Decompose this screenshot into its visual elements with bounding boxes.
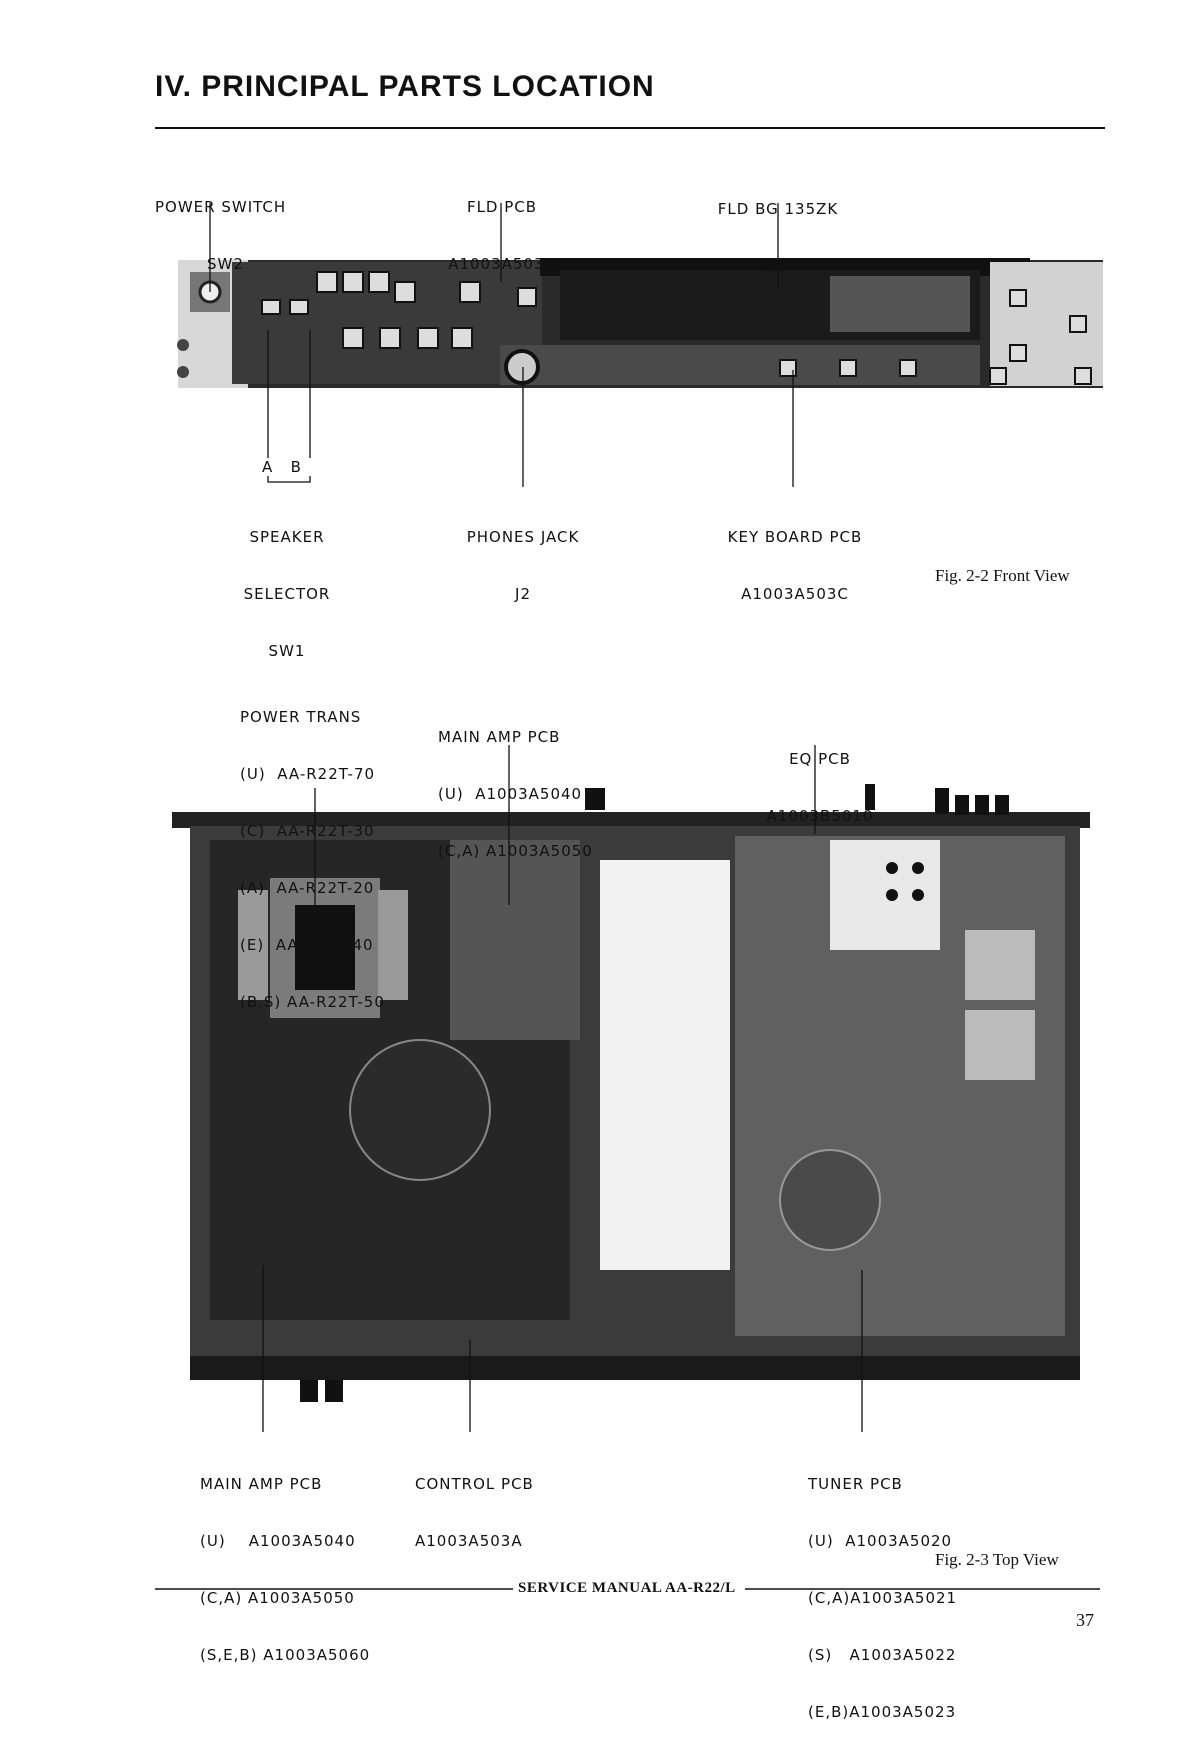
footer-service-manual: SERVICE MANUAL AA-R22/L [518, 1580, 736, 1596]
front-panel-buttons [261, 271, 1092, 385]
figure-illustrations [155, 203, 1103, 1590]
page-number: 37 [1076, 1610, 1094, 1630]
front-panel-photo [177, 258, 1103, 388]
label-power-trans: POWER TRANS (U) AA-R22T-70 (C) AA-R22T-3… [240, 708, 385, 1011]
label-fld-bg: FLD BG 135ZK INDI [717, 200, 839, 275]
front-leader-lines [209, 203, 794, 487]
label-speaker-selector: SPEAKER SELECTOR SW1 [243, 528, 331, 660]
top-leader-lines [262, 745, 863, 1432]
label-key-board-pcb: KEY BOARD PCB A1003A503C [727, 528, 863, 603]
top-chassis-photo [172, 784, 1090, 1402]
caption-fig-2-3: Fig. 2-3 Top View [935, 1550, 1059, 1569]
label-main-amp-pcb-bottom: MAIN AMP PCB (U) A1003A5040 (C,A) A1003A… [200, 1475, 371, 1664]
heading-rule [155, 127, 1105, 129]
label-eq-pcb: EQ PCB A1003B5010 [766, 750, 874, 825]
label-tuner-pcb: TUNER PCB (U) A1003A5020 (C,A)A1003A5021… [808, 1475, 958, 1721]
label-power-switch: POWER SWITCH SW2 [155, 198, 287, 273]
label-control-pcb: CONTROL PCB A1003A503A [415, 1475, 534, 1550]
label-fld-pcb: FLD PCB A1003A503B [448, 198, 556, 273]
label-speaker-ab: A B [262, 458, 302, 476]
caption-fig-2-2: Fig. 2-2 Front View [935, 566, 1070, 585]
label-main-amp-pcb-top: MAIN AMP PCB (U) A1003A5040 (C,A) A1003A… [438, 728, 593, 860]
page-title: IV. PRINCIPAL PARTS LOCATION [155, 70, 655, 103]
label-phones-jack: PHONES JACK J2 [466, 528, 580, 603]
